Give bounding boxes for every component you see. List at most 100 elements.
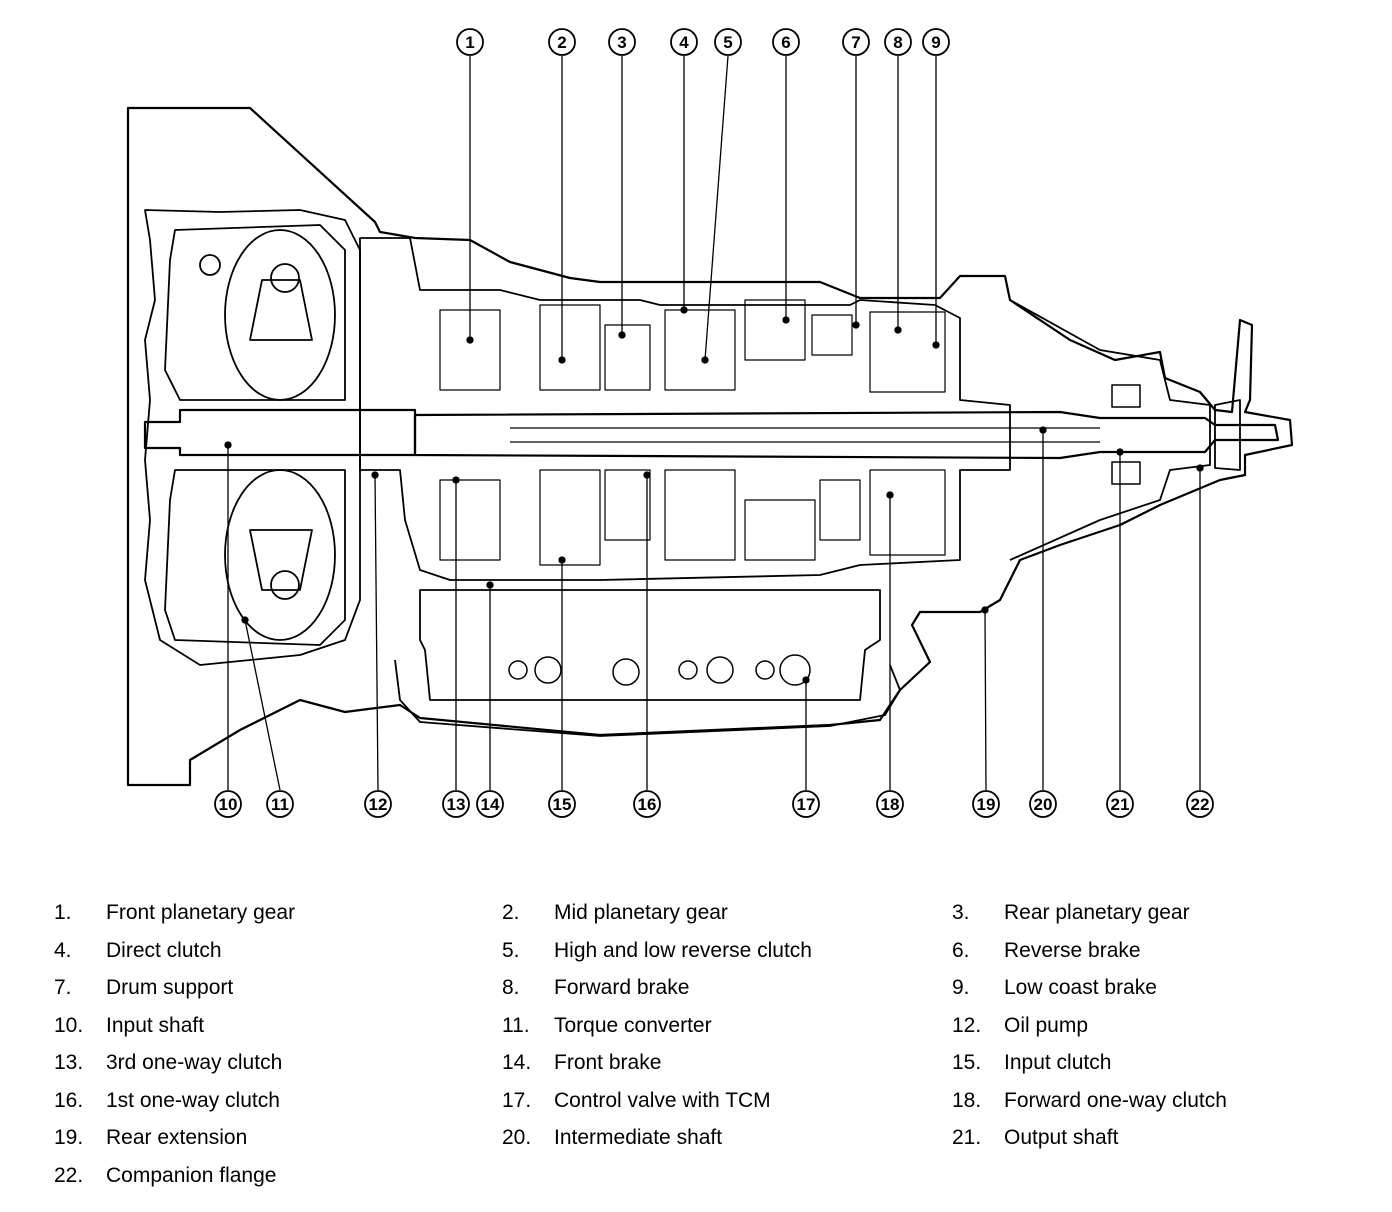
legend-label: Control valve with TCM (554, 1088, 771, 1112)
legend-label: Direct clutch (106, 938, 222, 962)
clutch-packs-upper (439, 299, 946, 393)
callout-2-number: 2 (557, 33, 566, 52)
leader-line-7-dot (852, 321, 860, 329)
leader-line-1-dot (466, 336, 474, 344)
callout-3-number: 3 (617, 33, 626, 52)
oil-pan (394, 659, 901, 737)
leader-line-16-dot (643, 471, 651, 479)
callout-7: 7 (842, 28, 870, 56)
legend-label: Front planetary gear (106, 901, 296, 924)
leader-line-17-dot (802, 676, 810, 684)
legend-number: 14. (502, 1051, 532, 1074)
legend-label: Front brake (554, 1051, 662, 1074)
converter-housing (126, 106, 1294, 787)
callout-17-circle (792, 790, 820, 818)
callout-leader-lines (224, 55, 1204, 791)
leader-line-5 (704, 55, 729, 361)
leader-line-3-dot (618, 331, 626, 339)
callout-18: 18 (876, 790, 904, 818)
callout-4: 4 (670, 28, 698, 56)
legend-label: Companion flange (106, 1163, 277, 1187)
legend-label: Rear extension (106, 1126, 248, 1149)
leader-line-9-dot (932, 341, 940, 349)
callout-16-circle (633, 790, 661, 818)
callout-6: 6 (772, 28, 800, 56)
legend-label: Torque converter (554, 1013, 712, 1037)
callout-5-circle (714, 28, 742, 56)
legend-label: Forward brake (554, 976, 690, 999)
legend-label: Input shaft (106, 1013, 205, 1037)
legend-number: 9. (952, 976, 970, 999)
callout-22-circle (1186, 790, 1214, 818)
leader-line-10-dot (224, 441, 232, 449)
callout-18-number: 18 (881, 795, 900, 814)
legend-number: 18. (952, 1088, 982, 1112)
leader-line-4-dot (680, 306, 688, 314)
callout-20-circle (1029, 790, 1057, 818)
leader-line-20-dot (1039, 426, 1047, 434)
companion-flange-shape (1214, 399, 1241, 471)
leader-line-19-dot (981, 606, 989, 614)
legend-number: 20. (502, 1126, 532, 1149)
intermediate-output-shaft-shape (413, 410, 1280, 460)
callout-4-number: 4 (679, 33, 689, 52)
callout-17: 17 (792, 790, 820, 818)
leader-line-11 (244, 619, 281, 791)
legend-number: 7. (54, 976, 72, 999)
callout-16: 16 (633, 790, 661, 818)
callout-7-circle (842, 28, 870, 56)
callout-15-circle (548, 790, 576, 818)
callout-9-circle (922, 28, 950, 56)
callout-2: 2 (548, 28, 576, 56)
callout-8-circle (884, 28, 912, 56)
callout-7-number: 7 (851, 33, 860, 52)
legend-number: 12. (952, 1013, 982, 1037)
input-shaft-shape (143, 408, 417, 457)
legend-number: 1. (54, 901, 72, 924)
callout-18-circle (876, 790, 904, 818)
callout-13-number: 13 (447, 795, 466, 814)
callout-10-circle (214, 790, 242, 818)
callout-17-number: 17 (797, 795, 816, 814)
callout-10: 10 (214, 790, 242, 818)
legend-number: 13. (54, 1051, 84, 1074)
legend-number: 22. (54, 1163, 84, 1187)
legend-label: Input clutch (1004, 1051, 1112, 1074)
callout-1-number: 1 (465, 33, 474, 52)
legend-label: Drum support (106, 976, 234, 999)
clutch-packs-lower (439, 469, 946, 566)
callout-8: 8 (884, 28, 912, 56)
legend-label: Oil pump (1004, 1013, 1089, 1037)
callout-11-circle (266, 790, 294, 818)
callout-19: 19 (972, 790, 1000, 818)
leader-line-15-dot (558, 556, 566, 564)
rear-bearing-upper (1111, 384, 1141, 408)
callout-3: 3 (608, 28, 636, 56)
gear-case (359, 237, 1011, 581)
legend-label: Mid planetary gear (554, 901, 728, 924)
callout-10-number: 10 (219, 795, 238, 814)
legend-number: 21. (952, 1126, 982, 1149)
legend-number: 19. (54, 1126, 84, 1149)
legend-number: 11. (502, 1013, 530, 1037)
callout-14: 14 (476, 790, 504, 818)
callout-19-circle (972, 790, 1000, 818)
callout-9: 9 (922, 28, 950, 56)
leader-line-18-dot (886, 491, 894, 499)
leader-line-19 (984, 609, 987, 791)
legend-number: 3. (952, 901, 970, 924)
callout-19-number: 19 (977, 795, 996, 814)
legend-label: High and low reverse clutch (554, 938, 812, 962)
callout-21-circle (1106, 790, 1134, 818)
leader-line-11-dot (241, 616, 249, 624)
valve-ports (508, 654, 811, 686)
callout-14-number: 14 (481, 795, 500, 814)
legend-label: Rear planetary gear (1004, 901, 1190, 924)
legend-label: Forward one-way clutch (1004, 1088, 1227, 1112)
callout-21-number: 21 (1111, 795, 1130, 814)
callout-11: 11 (266, 790, 294, 818)
legend-number: 5. (502, 938, 520, 962)
